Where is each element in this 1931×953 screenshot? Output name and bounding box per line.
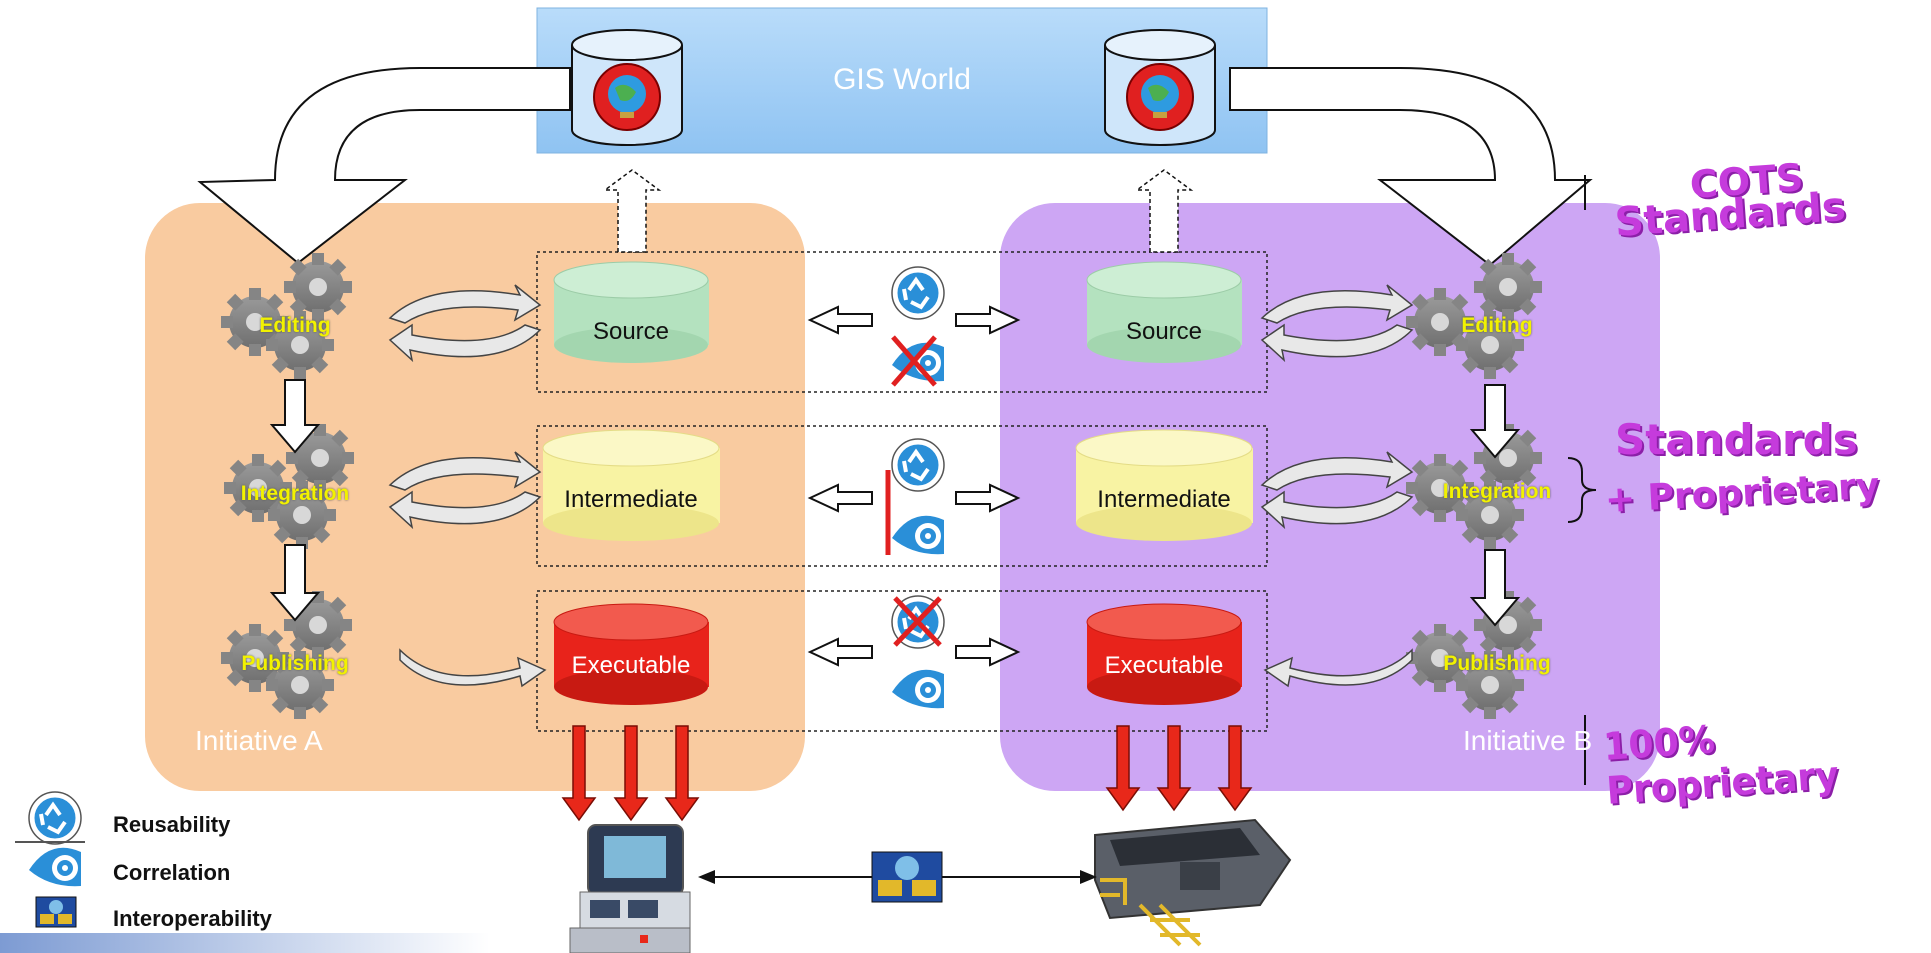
integration-label-a: Integration xyxy=(240,482,350,505)
interoperability-link xyxy=(698,851,1097,903)
cycle-arrow xyxy=(388,284,542,324)
legend-reusability-icon xyxy=(27,790,83,846)
publishing-label-b: Publishing xyxy=(1443,652,1551,675)
source-to-gis-arrow-a xyxy=(602,169,662,253)
reusability-blocked-mark xyxy=(893,596,942,647)
correlation-target-icon xyxy=(892,515,944,555)
legend-reusability-label: Reusability xyxy=(113,812,231,837)
source-db-a xyxy=(553,261,709,363)
cycle-arrow xyxy=(399,648,547,688)
legend-footer-bar xyxy=(0,933,490,953)
exchange-arrow-left xyxy=(807,637,873,667)
legend-correlation-icon xyxy=(29,847,81,887)
cycle-arrow xyxy=(1263,648,1413,688)
gis-to-initiative-a-arrow xyxy=(197,67,571,265)
legend-correlation-label: Correlation xyxy=(113,860,231,885)
cycle-arrow xyxy=(1260,451,1414,491)
gis-world-title: GIS World xyxy=(833,63,971,96)
intermediate-label-b: Intermediate xyxy=(1097,486,1231,513)
cycle-arrow xyxy=(388,490,542,530)
intermediate-label-a: Intermediate xyxy=(564,486,698,513)
executable-outputs-a xyxy=(561,725,700,822)
gis-to-initiative-b-arrow xyxy=(1229,67,1593,267)
editing-to-integration-arrow-a xyxy=(269,379,321,454)
gis-database-right xyxy=(1104,29,1216,146)
flight-simulator-icon xyxy=(1094,818,1292,947)
executable-outputs-b xyxy=(1105,725,1253,812)
intermediate-db-b xyxy=(1075,429,1253,541)
source-to-gis-arrow-b xyxy=(1134,169,1194,253)
executable-db-a xyxy=(553,603,709,705)
exchange-arrow-left xyxy=(807,483,873,513)
executable-label-a: Executable xyxy=(571,652,691,679)
editing-label-a: Editing xyxy=(259,314,331,337)
publishing-label-a: Publishing xyxy=(241,652,349,675)
correlation-target-icon xyxy=(892,669,944,709)
integration-to-publishing-arrow-a xyxy=(269,544,321,622)
gis-database-left xyxy=(571,29,683,146)
integration-brace xyxy=(1567,457,1597,523)
editing-label-b: Editing xyxy=(1461,314,1533,337)
initiative-b-label: Initiative B xyxy=(1463,725,1593,756)
source-label-a: Source xyxy=(592,318,670,345)
simulator-cockpit-icon xyxy=(569,824,691,953)
correlation-blocked-mark xyxy=(891,335,937,387)
source-db-b xyxy=(1086,261,1242,363)
exchange-arrow-right xyxy=(955,637,1021,667)
legend-interoperability-label: Interoperability xyxy=(113,906,272,931)
editing-to-integration-arrow-b xyxy=(1469,384,1521,459)
cycle-arrow xyxy=(1260,323,1414,363)
standards-label: Standards xyxy=(1615,415,1858,464)
interoperability-network-icon xyxy=(35,896,77,928)
intermediate-db-a xyxy=(542,429,720,541)
executable-db-b xyxy=(1086,603,1242,705)
exchange-arrow-left xyxy=(807,305,873,335)
recycle-icon xyxy=(890,437,946,493)
exchange-arrow-right xyxy=(955,483,1021,513)
recycle-icon xyxy=(890,265,946,321)
executable-label-b: Executable xyxy=(1104,652,1224,679)
cycle-arrow xyxy=(388,323,542,363)
cycle-arrow xyxy=(1260,284,1414,324)
exchange-arrow-right xyxy=(955,305,1021,335)
integration-to-publishing-arrow-b xyxy=(1469,549,1521,627)
integration-label-b: Integration xyxy=(1442,480,1552,503)
source-label-b: Source xyxy=(1125,318,1203,345)
initiative-a-label: Initiative A xyxy=(195,725,323,756)
cycle-arrow xyxy=(1260,490,1414,530)
cycle-arrow xyxy=(388,451,542,491)
